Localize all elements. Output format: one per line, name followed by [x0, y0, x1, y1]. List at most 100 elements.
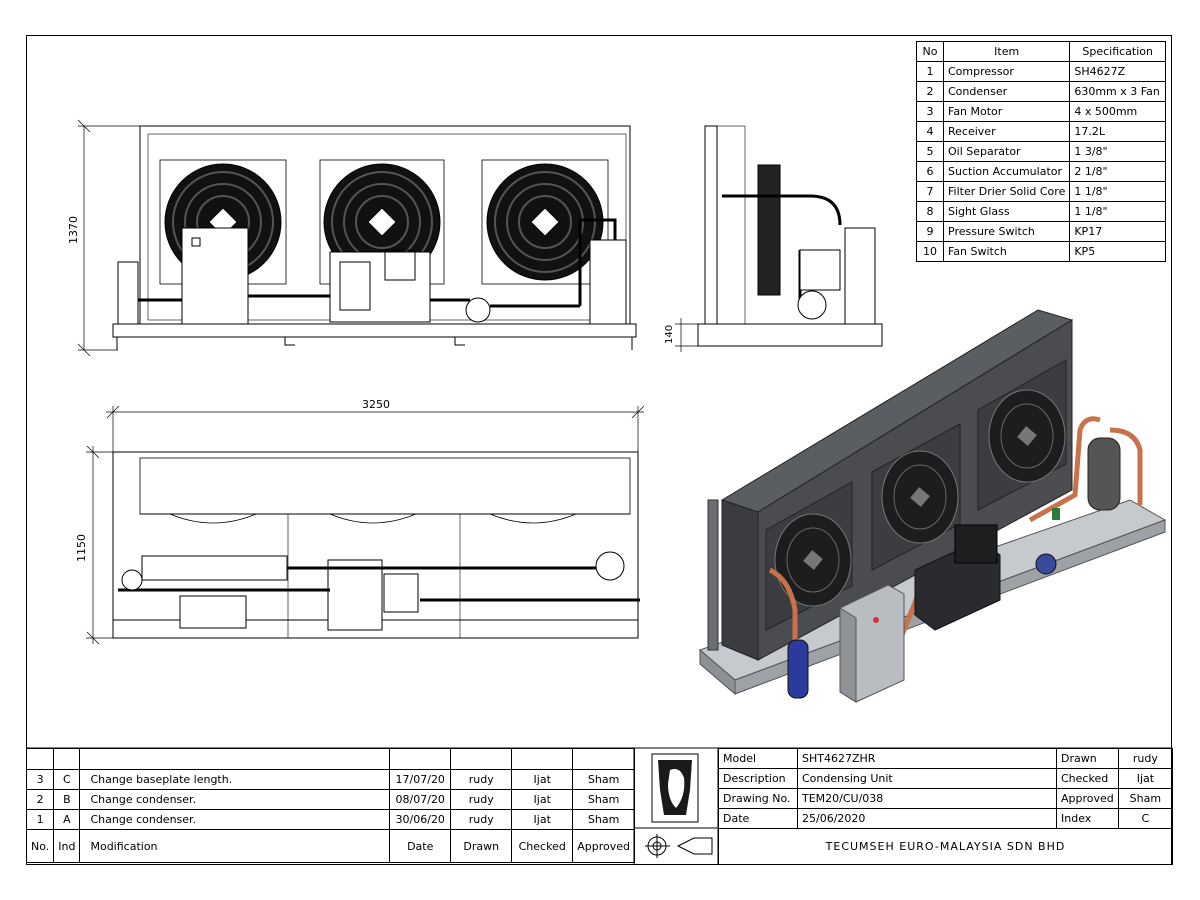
revision-drawn: rudy: [450, 769, 513, 790]
checked-value: Ijat: [1117, 768, 1174, 789]
spec-table-header: No Item Specification: [916, 41, 1166, 62]
spec-no: 7: [916, 181, 944, 202]
index-label: Index: [1056, 808, 1119, 829]
revision-index: C: [53, 769, 81, 790]
dimension-height: [77, 119, 140, 357]
spec-header-specification: Specification: [1069, 41, 1166, 62]
drawing-frame: [26, 35, 1172, 865]
spec-item: Fan Motor: [942, 101, 1071, 122]
revision-date: 08/07/20: [389, 789, 452, 810]
revision-approved: Sham: [572, 769, 635, 790]
spec-header-item: Item: [942, 41, 1071, 62]
top-view: [112, 451, 640, 639]
drawing-no-label: Drawing No.: [718, 788, 798, 809]
projection-symbol: [645, 834, 713, 858]
drawing-no-value: TEM20/CU/038: [797, 788, 1057, 809]
revision-modification: Change condenser.: [79, 809, 391, 830]
spec-value: 17.2L: [1069, 121, 1166, 142]
revision-checked: Ijat: [511, 789, 574, 810]
revision-header-checked: Checked: [511, 829, 574, 863]
spec-header-no: No: [916, 41, 944, 62]
date-value: 25/06/2020: [797, 808, 1057, 829]
title-row-drawing-no: Drawing No. TEM20/CU/038 Approved Sham: [718, 788, 1174, 809]
spec-item: Receiver: [942, 121, 1071, 142]
spec-item: Fan Switch: [942, 241, 1071, 262]
revision-header-no: No.: [25, 829, 55, 863]
iso-fan-3: [977, 359, 1067, 511]
revision-date: 17/07/20: [389, 769, 452, 790]
description-label: Description: [718, 768, 798, 789]
spec-value: 4 x 500mm: [1069, 101, 1166, 122]
spec-no: 4: [916, 121, 944, 142]
approved-value: Sham: [1117, 788, 1174, 809]
spec-value: SH4627Z: [1069, 61, 1166, 82]
revision-index: B: [53, 789, 81, 810]
revision-header-date: Date: [389, 829, 452, 863]
spec-value: 1 1/8": [1069, 181, 1166, 202]
iso-fan-2: [871, 423, 961, 571]
spec-value: 1 3/8": [1069, 141, 1166, 162]
index-value: C: [1117, 808, 1174, 829]
description-value: Condensing Unit: [797, 768, 1057, 789]
spec-no: 1: [916, 61, 944, 82]
spec-value: 1 1/8": [1069, 201, 1166, 222]
height-dim-label: 1370: [67, 216, 80, 244]
spec-no: 2: [916, 81, 944, 102]
spec-item: Oil Separator: [942, 141, 1071, 162]
spec-no: 6: [916, 161, 944, 182]
spec-item: Condenser: [942, 81, 1071, 102]
revision-date: 30/06/20: [389, 809, 452, 830]
spec-item: Compressor: [942, 61, 1071, 82]
revision-modification: Change baseplate length.: [79, 769, 391, 790]
drawn-value: rudy: [1117, 748, 1174, 769]
spec-value: 630mm x 3 Fan: [1069, 81, 1166, 102]
table-row: 2 B Change condenser. 08/07/20 rudy Ijat…: [25, 789, 635, 810]
fan-3: [481, 159, 609, 285]
spec-item: Suction Accumulator: [942, 161, 1071, 182]
revision-checked: Ijat: [511, 809, 574, 830]
spec-item: Pressure Switch: [942, 221, 1071, 242]
model-label: Model: [718, 748, 798, 769]
revision-no: 3: [25, 769, 55, 790]
revision-table: 3 C Change baseplate length. 17/07/20 ru…: [25, 748, 635, 863]
side-view: [697, 125, 883, 347]
revision-index: A: [53, 809, 81, 830]
title-row-date: Date 25/06/2020 Index C: [718, 808, 1174, 829]
spec-no: 9: [916, 221, 944, 242]
revision-header-approved: Approved: [572, 829, 635, 863]
company-logo: [651, 753, 699, 823]
spec-no: 5: [916, 141, 944, 162]
drawn-label: Drawn: [1056, 748, 1119, 769]
revision-approved: Sham: [572, 809, 635, 830]
title-row-description: Description Condensing Unit Checked Ijat: [718, 768, 1174, 789]
title-row-company: TECUMSEH EURO-MALAYSIA SDN BHD: [718, 828, 1173, 865]
revision-modification: Change condenser.: [79, 789, 391, 810]
revision-drawn: rudy: [450, 789, 513, 810]
revision-no: 2: [25, 789, 55, 810]
spec-value: KP5: [1069, 241, 1166, 262]
title-row-model: Model SHT4627ZHR Drawn rudy: [718, 748, 1174, 769]
table-row: 1 A Change condenser. 30/06/20 rudy Ijat…: [25, 809, 635, 830]
length-dim-label: 3250: [362, 398, 390, 411]
checked-label: Checked: [1056, 768, 1119, 789]
revision-approved: Sham: [572, 789, 635, 810]
revision-header-row: No. Ind Modification Date Drawn Checked …: [25, 829, 635, 863]
approved-label: Approved: [1056, 788, 1119, 809]
spec-no: 10: [916, 241, 944, 262]
revision-header-drawn: Drawn: [450, 829, 513, 863]
company-name: TECUMSEH EURO-MALAYSIA SDN BHD: [718, 828, 1173, 865]
title-block: Model SHT4627ZHR Drawn rudy Description …: [718, 748, 1174, 865]
revision-header-modification: Modification: [79, 829, 391, 863]
iso-fan-1: [765, 481, 853, 631]
spec-value: 2 1/8": [1069, 161, 1166, 182]
